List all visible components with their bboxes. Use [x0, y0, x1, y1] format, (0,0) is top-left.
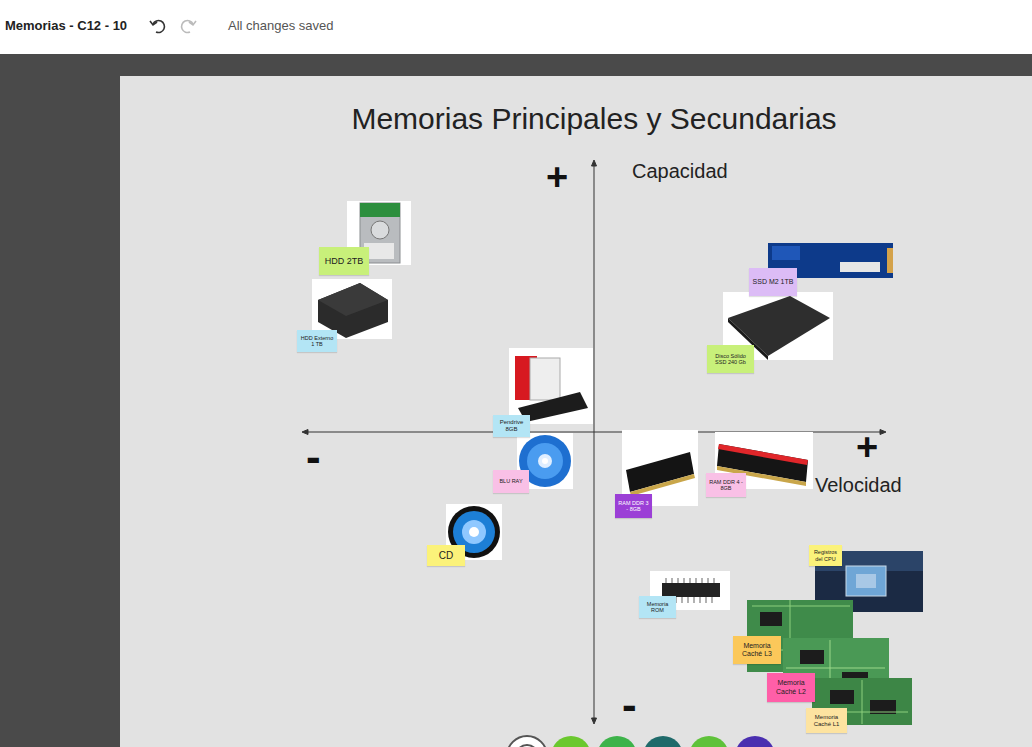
- note-text: RAM DDR 4 - 8GB: [708, 479, 744, 492]
- note-text: Disco Sólido SSD 240 Gb: [709, 353, 752, 366]
- pendrive-image: [509, 348, 593, 424]
- sticky-note: RAM DDR 4 - 8GB: [706, 473, 746, 497]
- redo-icon: [182, 21, 196, 33]
- title-text: Memorias Principales y Secundarias: [351, 102, 836, 135]
- axis-title: Velocidad: [815, 474, 902, 497]
- axis-sign-text: +: [546, 156, 568, 198]
- sticky-note: Memoria Caché L3: [733, 636, 781, 664]
- note-text: Memoria Caché L2: [769, 679, 813, 695]
- axis-sign-text: -: [306, 432, 321, 481]
- note-text: Memoria ROM: [641, 601, 674, 614]
- axis-sign-text: +: [856, 426, 878, 468]
- axis-sign-text: -: [622, 680, 637, 729]
- axis-sign: +: [856, 426, 878, 469]
- axis-sign: -: [622, 680, 637, 730]
- note-text: Registros del CPU: [811, 549, 840, 562]
- file-name-text: Memorias - C12 - 10: [5, 18, 127, 33]
- sticky-note: CD: [427, 545, 465, 566]
- slide: [120, 76, 1032, 747]
- sticky-note: Memoria Caché L1: [806, 708, 847, 733]
- sticky-note: SSD M2 1TB: [749, 268, 797, 296]
- axis-title-text: Velocidad: [815, 474, 902, 496]
- undo-icon: [150, 21, 164, 33]
- slide-title: Memorias Principales y Secundarias: [294, 102, 894, 136]
- axis-sign: -: [306, 432, 321, 482]
- sticky-note: Memoria Caché L2: [767, 673, 815, 702]
- toolbar-buttons: [507, 736, 775, 747]
- note-text: BLU RAY: [499, 478, 522, 484]
- save-status-text: All changes saved: [228, 18, 334, 33]
- sticky-note: HDD Externo 1 TB: [297, 330, 337, 352]
- note-text: HDD 2TB: [325, 256, 364, 266]
- sticky-note: Memoria ROM: [639, 596, 676, 618]
- note-text: Memoria Caché L3: [735, 642, 779, 658]
- workspace: [0, 54, 1032, 747]
- save-status: All changes saved: [228, 18, 334, 33]
- note-text: SSD M2 1TB: [753, 278, 794, 286]
- note-text: RAM DDR 3 - 8GB: [617, 500, 650, 513]
- sticky-note: Registros del CPU: [809, 545, 842, 566]
- top-bar: [0, 0, 1032, 54]
- sticky-note: BLU RAY: [493, 470, 529, 493]
- sticky-note: RAM DDR 3 - 8GB: [615, 494, 652, 518]
- sticky-note: HDD 2TB: [319, 247, 369, 275]
- axis-sign: +: [546, 156, 568, 199]
- file-name: Memorias - C12 - 10: [5, 18, 127, 33]
- note-text: CD: [439, 550, 453, 562]
- axis-title-text: Capacidad: [632, 160, 728, 182]
- axis-title: Capacidad: [632, 160, 728, 183]
- note-text: HDD Externo 1 TB: [299, 335, 335, 348]
- note-text: Pendrive 8GB: [495, 419, 528, 433]
- sticky-note: Pendrive 8GB: [493, 415, 530, 437]
- note-text: Memoria Caché L1: [808, 714, 845, 728]
- sticky-note: Disco Sólido SSD 240 Gb: [707, 345, 754, 373]
